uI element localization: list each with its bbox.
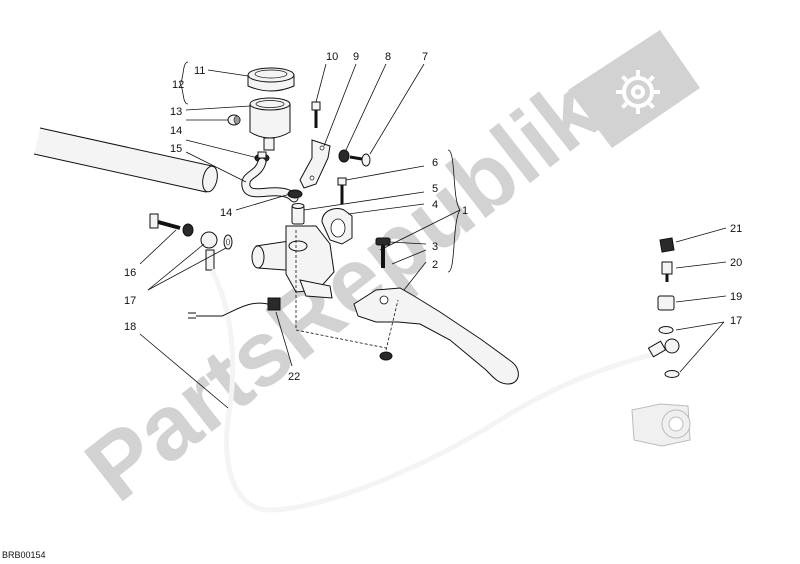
watermark: PartsRepublik [68,30,700,521]
callout-14-lower: 14 [220,207,232,219]
callout-8: 8 [385,51,391,63]
handlebar-clamp [321,208,353,245]
handlebar [33,127,218,193]
callout-17-left: 17 [124,295,136,307]
slave-cylinder [631,403,691,447]
clamp-screw [337,177,347,204]
callout-2: 2 [432,259,438,271]
bleed-cap [659,237,675,253]
callout-21: 21 [730,223,742,235]
watermark-text: PartsRepublik [68,59,619,521]
callout-11: 11 [194,65,205,77]
hose-clamp-lower [287,189,303,199]
callout-5: 5 [432,183,438,195]
callout-7: 7 [422,51,428,63]
callout-6: 6 [432,157,438,169]
clutch-switch [188,297,281,319]
callout-20: 20 [730,257,742,269]
reservoir-grommet [227,114,241,126]
sealing-washer-left [223,234,233,250]
bracket-screw [349,153,371,167]
callout-13: 13 [170,106,182,118]
callout-3: 3 [432,241,438,253]
callout-14-upper: 14 [170,125,182,137]
gear-icon [568,30,700,148]
banjo-bolt [149,213,194,237]
reservoir-screw [311,101,321,128]
leader-lines [139,61,727,409]
sealing-washer-right-upper [658,326,674,334]
bleed-screw [657,295,675,311]
sealing-washer-right-lower [664,370,680,378]
callout-4: 4 [432,199,438,211]
callout-1: 1 [462,205,468,217]
clutch-hose [200,231,680,513]
callout-18: 18 [124,321,136,333]
callouts: 11 12 13 14 15 14 10 9 8 7 6 5 4 1 3 2 1… [124,51,742,383]
fluid-reservoir [249,97,291,151]
callout-17-right: 17 [730,315,742,327]
callout-22: 22 [288,371,300,383]
callout-12: 12 [172,79,184,91]
reservoir-cap [247,67,295,92]
lever-nut [379,351,393,361]
hose-fitting [291,203,305,225]
callout-15: 15 [170,143,182,155]
bleed-valve [661,261,673,282]
reservoir-bracket [299,139,331,189]
callout-16: 16 [124,267,136,279]
callout-10: 10 [326,51,338,63]
callout-9: 9 [353,51,359,63]
reservoir-hose [241,157,299,203]
diagram-code: BRB00154 [2,550,46,560]
master-cylinder-body [251,225,335,299]
spacer [338,149,350,163]
callout-19: 19 [730,291,742,303]
clutch-lever [353,287,519,385]
